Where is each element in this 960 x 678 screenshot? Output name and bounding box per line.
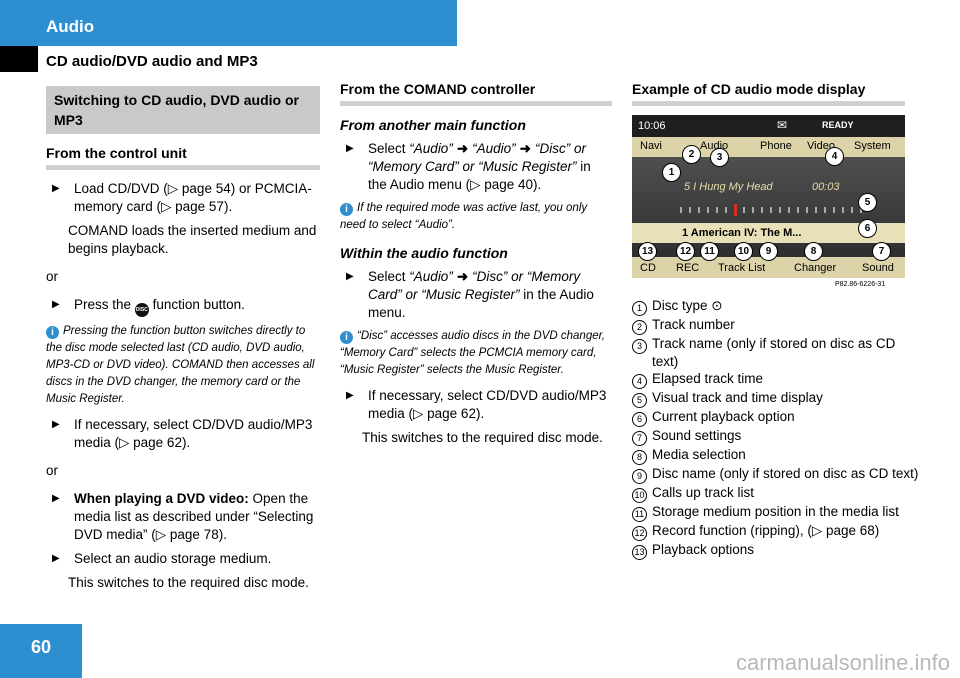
watermark: carmanualsonline.info <box>735 650 950 675</box>
info-icon: i <box>46 326 59 339</box>
heading-control-unit: From the control unit <box>46 144 320 170</box>
callout-marker: 5 <box>858 193 877 212</box>
envelope-icon: ✉ <box>777 118 788 132</box>
callout-marker: 7 <box>872 242 891 261</box>
screen-disc-name: 1 American IV: The M... <box>682 227 802 239</box>
subheading: Within the audio function <box>340 245 508 261</box>
heading-example-display: Example of CD audio mode display <box>632 80 905 106</box>
column-middle: From the COMAND controller From another … <box>340 80 612 453</box>
screen-menu-item: Navi <box>640 140 663 152</box>
next-arrow-icon: ➜ <box>456 269 469 284</box>
next-arrow-icon: ➜ <box>456 141 469 156</box>
callout-marker: 8 <box>804 242 823 261</box>
bullet-arrow-icon: ▶ <box>346 143 354 154</box>
section-marker <box>0 46 38 72</box>
or-text: or <box>46 463 59 478</box>
screen-status: READY <box>822 120 854 130</box>
screen-softkey: Sound <box>862 262 894 274</box>
screen-status-bar: 10:06 ✉ READY <box>632 115 905 137</box>
info-note: i“Disc” accesses audio discs in the DVD … <box>340 330 605 376</box>
callout-marker: 11 <box>700 242 719 261</box>
bullet-arrow-icon: ▶ <box>346 390 354 401</box>
screen-softkey: REC <box>676 262 700 274</box>
page-number: 60 <box>30 637 52 657</box>
callout-marker: 12 <box>676 242 695 261</box>
callout-marker: 9 <box>759 242 778 261</box>
track-position-marker <box>734 204 737 216</box>
disc-button-icon: DISC <box>134 303 149 317</box>
page-number-box <box>0 624 82 678</box>
column-right: Example of CD audio mode display <box>632 80 905 116</box>
header-bar <box>0 0 457 46</box>
or-text: or <box>46 269 59 284</box>
bullet-arrow-icon: ▶ <box>52 299 60 310</box>
result-text: This switches to the required disc mode. <box>68 575 309 590</box>
heading-comand-controller: From the COMAND controller <box>340 80 612 106</box>
column-left: Switching to CD audio, DVD audio or MP3 … <box>46 86 320 598</box>
bullet-arrow-icon: ▶ <box>52 553 60 564</box>
bullet-item: ▶ Load CD/DVD (▷ page 54) or PCMCIA-memo… <box>46 180 320 216</box>
bullet-item: ▶ If necessary, select CD/DVD audio/MP3 … <box>340 387 612 423</box>
page-title: CD audio/DVD audio and MP3 <box>46 53 258 70</box>
cd-audio-screen-image: 10:06 ✉ READY Navi Audio Phone Video Sys… <box>632 115 905 278</box>
section-box-title: Switching to CD audio, DVD audio or MP3 <box>46 86 320 134</box>
screen-track-name: 5 I Hung My Head <box>684 181 773 193</box>
callout-marker: 13 <box>638 242 657 261</box>
screen-elapsed-time: 00:03 <box>812 181 840 193</box>
callout-marker: 2 <box>682 145 701 164</box>
bullet-arrow-icon: ▶ <box>52 183 60 194</box>
image-code: P82.86-6226-31 <box>835 281 886 288</box>
next-arrow-icon: ➜ <box>519 141 531 156</box>
callout-marker: 10 <box>734 242 753 261</box>
bullet-item: ▶ Press the DISC function button. <box>46 296 320 317</box>
result-text: COMAND loads the inserted medium and beg… <box>68 223 317 256</box>
screen-softkey: Track List <box>718 262 766 274</box>
bullet-item: ▶ Select “Audio”➜“Disc” or “Memory Card”… <box>340 268 612 322</box>
subheading: From another main function <box>340 117 526 133</box>
screen-main-menu: Navi Audio Phone Video System <box>632 137 905 157</box>
screen-softkey: CD <box>640 262 656 274</box>
callout-marker: 4 <box>825 147 844 166</box>
callout-marker: 1 <box>662 163 681 182</box>
screen-softkeys: CD REC Track List Changer Sound <box>632 257 905 278</box>
bullet-item: ▶ Select an audio storage medium. <box>46 550 320 568</box>
section-title: Audio <box>46 17 95 36</box>
screen-menu-item: System <box>854 140 891 152</box>
screen-softkey: Changer <box>794 262 837 274</box>
bullet-item: ▶ If necessary, select CD/DVD audio/MP3 … <box>46 416 320 452</box>
bullet-arrow-icon: ▶ <box>346 271 354 282</box>
screen-disc-bar <box>632 223 905 243</box>
screen-clock: 10:06 <box>638 120 666 132</box>
bullet-item: ▶ Select “Audio”➜“Audio”➜“Disc” or “Memo… <box>340 140 612 194</box>
callout-marker: 3 <box>710 148 729 167</box>
callout-marker: 6 <box>858 219 877 238</box>
bullet-arrow-icon: ▶ <box>52 419 60 430</box>
bullet-arrow-icon: ▶ <box>52 493 60 504</box>
result-text: This switches to the required disc mode. <box>362 430 603 445</box>
info-icon: i <box>340 331 353 344</box>
track-progress-ticks <box>680 207 865 213</box>
screen-menu-item: Phone <box>760 140 792 152</box>
info-icon: i <box>340 203 353 216</box>
bullet-item: ▶ When playing a DVD video: Open the med… <box>46 490 320 544</box>
